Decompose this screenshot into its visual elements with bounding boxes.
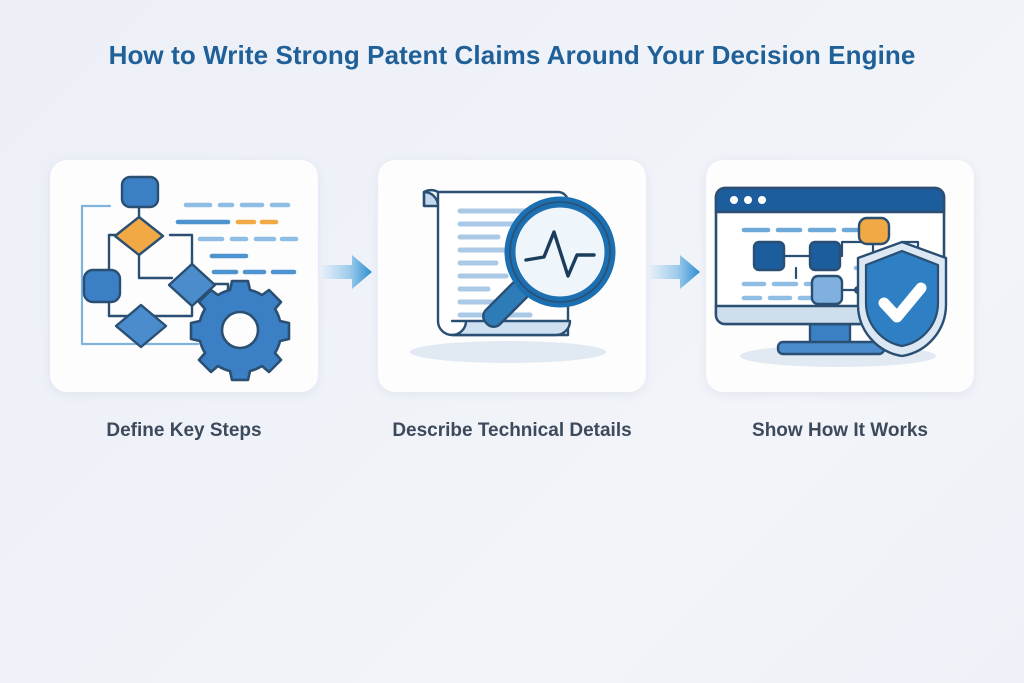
connector-1 xyxy=(318,160,378,292)
step-label-2: Describe Technical Details xyxy=(392,420,632,441)
step-card-3 xyxy=(706,160,974,392)
step-label-3: Show How It Works xyxy=(752,420,928,441)
step-card-2 xyxy=(378,160,646,392)
arrow-right-icon xyxy=(322,255,372,289)
step-item-define-key-steps: Define Key Steps xyxy=(50,160,318,445)
step-label-1: Define Key Steps xyxy=(106,420,262,441)
document-magnifier-icon xyxy=(410,189,616,363)
arrow-right-icon xyxy=(650,255,700,289)
connector-2 xyxy=(646,160,706,292)
monitor-shield-icon xyxy=(714,186,948,367)
step-item-describe-technical-details: Describe Technical Details xyxy=(378,160,646,445)
flowchart-gear-icon xyxy=(80,175,299,382)
step-item-show-how-it-works: Show How It Works xyxy=(706,160,974,445)
step-card-1 xyxy=(50,160,318,392)
page-title: How to Write Strong Patent Claims Around… xyxy=(108,40,916,70)
steps-row: Define Key Steps xyxy=(0,160,1024,445)
